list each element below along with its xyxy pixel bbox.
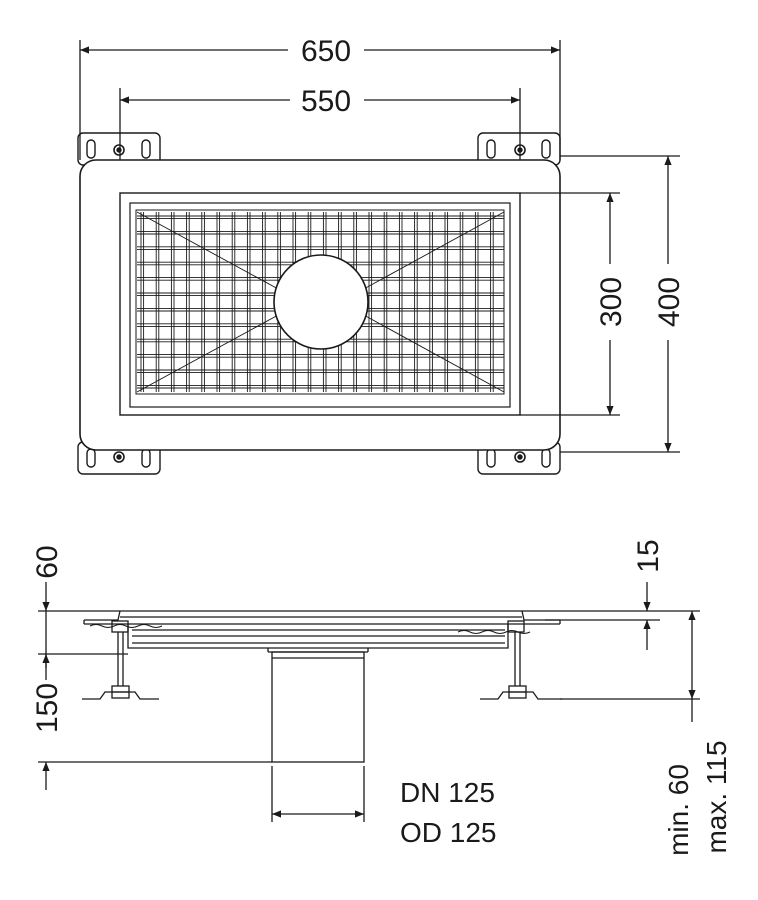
diagonal-line: [136, 211, 281, 291]
diagonal-line: [361, 211, 505, 291]
adjustable-foot-right: [480, 632, 562, 700]
outlet-plan: [136, 211, 505, 393]
dim-outlet-diameter: [271, 766, 365, 822]
dim-label-60: 60: [31, 545, 64, 578]
outlet-pipe: [267, 648, 369, 763]
mounting-bracket-bottom-right: [477, 441, 561, 475]
clamp-nut-left: [111, 620, 129, 633]
dim-label-15: 15: [632, 539, 665, 572]
diagonal-line: [136, 313, 281, 393]
outlet-dn-label: DN 125: [400, 777, 495, 808]
grate-rim-outer: [129, 202, 511, 408]
dim-label-300: 300: [595, 277, 628, 327]
clamp-nut-right: [507, 620, 525, 633]
diagonal-line: [361, 313, 505, 393]
dim-label-min: min. 60: [663, 764, 694, 856]
grate-rim-inner: [135, 209, 505, 395]
dim-label-650: 650: [301, 35, 351, 68]
grate-surround: [119, 192, 521, 416]
channel-body: [127, 624, 509, 649]
plan-dimensions: [79, 40, 680, 453]
section-view: [82, 610, 562, 763]
section-dimensions: [38, 582, 700, 822]
dim-label-150: 150: [31, 683, 64, 733]
outlet-od-label: OD 125: [400, 817, 497, 848]
outlet-circle: [273, 254, 369, 350]
frame-flange: [83, 610, 561, 625]
dim-label-550: 550: [301, 85, 351, 118]
adjustable-foot-left: [82, 632, 159, 700]
plan-view: [77, 132, 561, 475]
dim-label-400: 400: [653, 277, 686, 327]
membrane-left: [89, 624, 163, 628]
dim-label-max: max. 115: [701, 740, 732, 853]
